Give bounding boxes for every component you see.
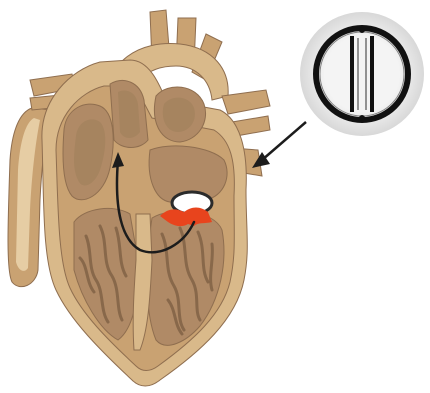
heart-illustration	[8, 10, 270, 386]
prosthetic-valve-pivot-bottom	[359, 115, 365, 121]
prosthetic-valve-icon	[300, 12, 424, 136]
pulmonary-artery-right	[222, 90, 270, 114]
prosthetic-valve-pivot-top	[359, 27, 365, 33]
